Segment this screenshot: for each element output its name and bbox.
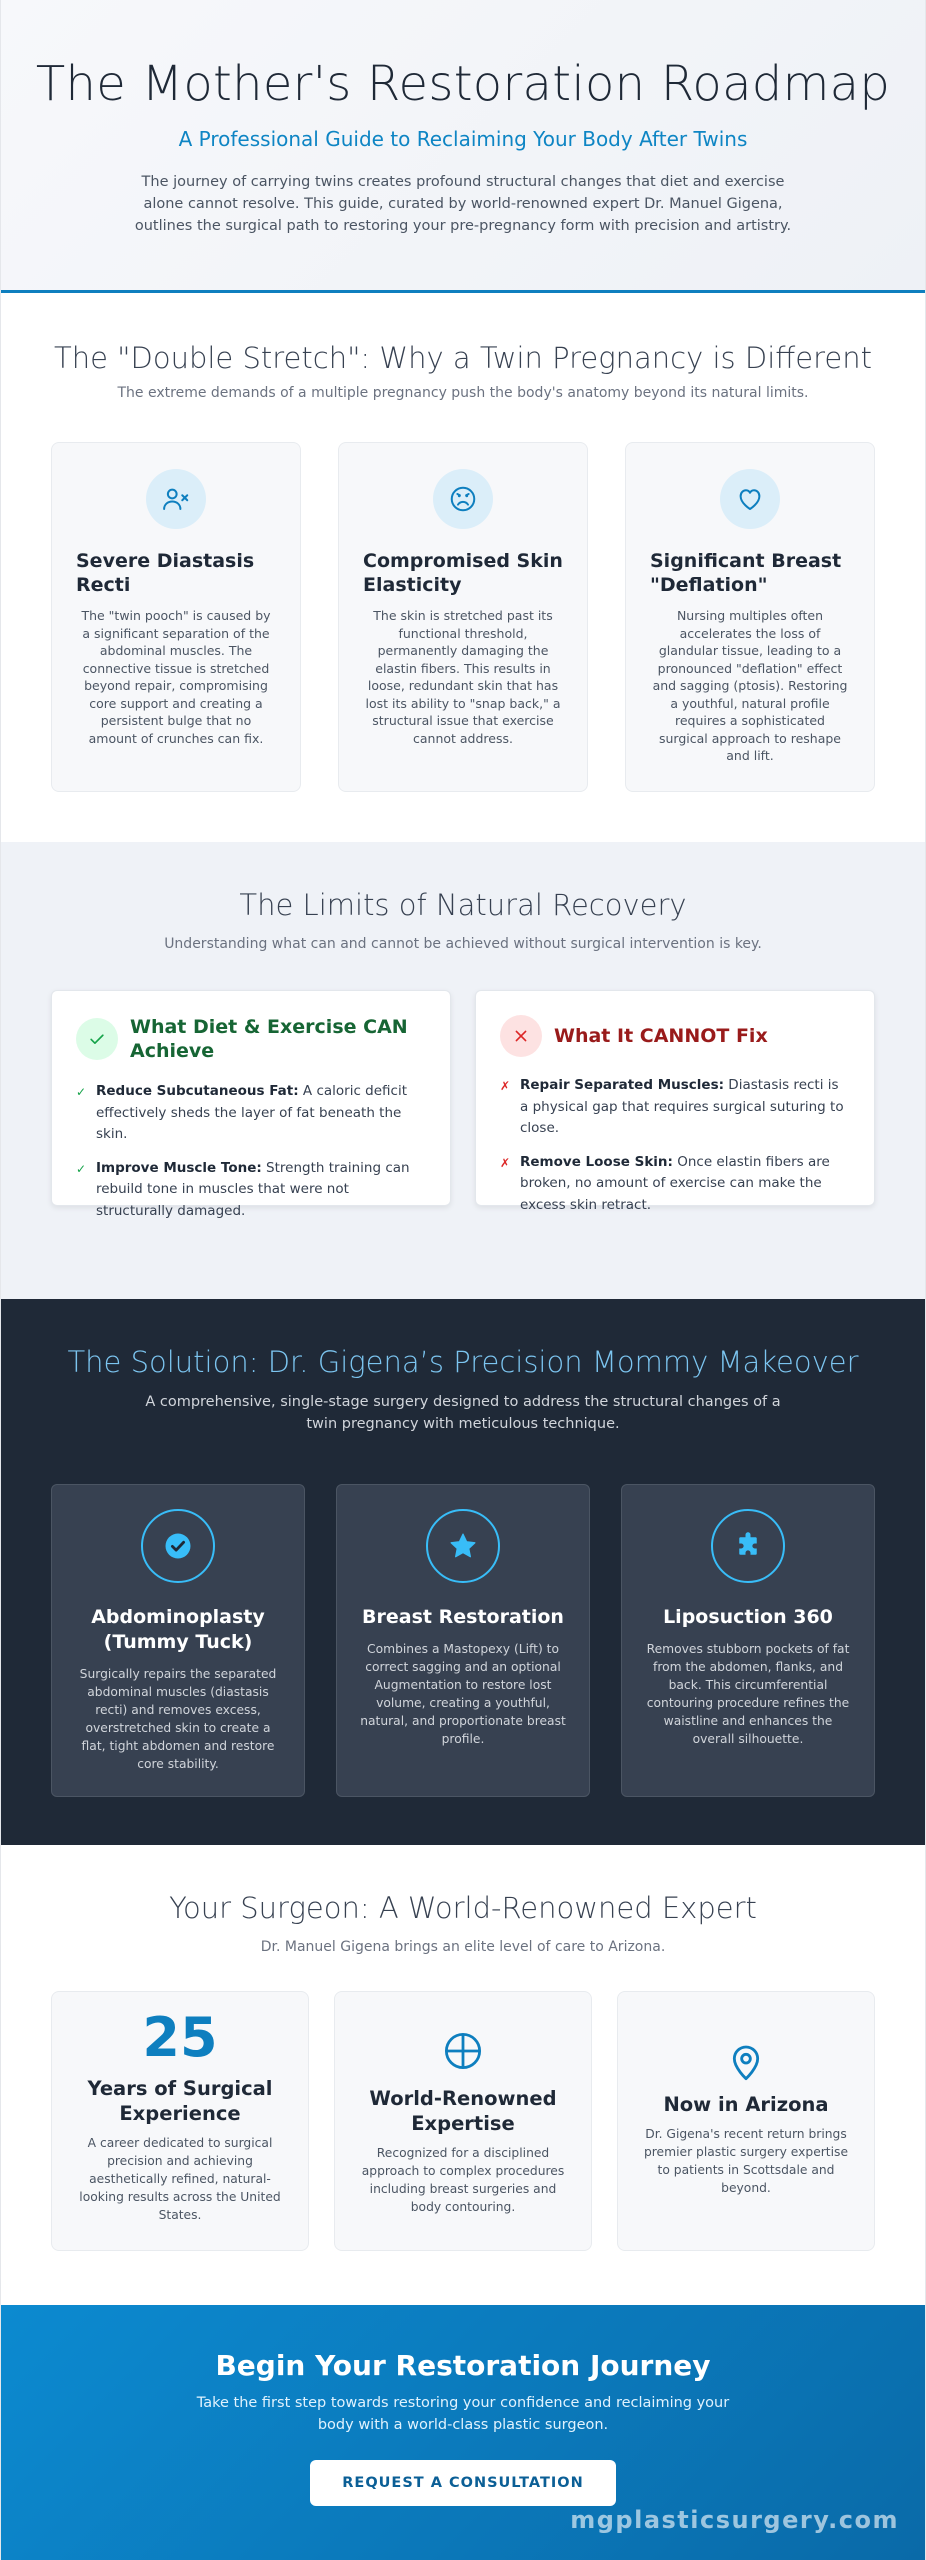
cross-mark-icon: ✗ (500, 1155, 511, 1170)
surgeon-cards: 25 Years of Surgical Experience A career… (1, 1991, 925, 2251)
request-consultation-button[interactable]: REQUEST A CONSULTATION (310, 2460, 616, 2506)
list-item: ✓ Reduce Subcutaneous Fat: A caloric def… (76, 1081, 426, 1146)
item-text: Strength training can rebuild tone in mu… (96, 1159, 410, 1219)
card-arizona: Now in Arizona Dr. Gigena's recent retur… (617, 1991, 875, 2251)
item-text: Diastasis recti is a physical gap that r… (520, 1077, 844, 1136)
check-mark-icon: ✓ (76, 1161, 87, 1176)
cta-text: Take the first step towards restoring yo… (196, 2395, 730, 2433)
can-header: What Diet & Exercise CAN Achieve (76, 1015, 426, 1063)
item-label: Reduce Subcutaneous Fat: (96, 1083, 299, 1099)
card-abdominoplasty: Abdominoplasty (Tummy Tuck) Surgically r… (51, 1484, 305, 1797)
list-item: ✗ Remove Loose Skin: Once elastin fibers… (500, 1152, 850, 1217)
x-icon (500, 1015, 542, 1057)
item-label: Remove Loose Skin: (520, 1153, 673, 1170)
card-diastasis: Severe Diastasis Recti The "twin pooch" … (51, 442, 301, 792)
card-text: Recognized for a disciplined approach to… (361, 2146, 565, 2214)
heart-icon (720, 469, 780, 529)
card-breast-restoration: Breast Restoration Combines a Mastopexy … (336, 1484, 590, 1797)
can-title: What Diet & Exercise CAN Achieve (130, 1016, 408, 1062)
cross-mark-icon: ✗ (500, 1079, 511, 1093)
section-title: The Solution: Dr. Gigena’s Precision Mom… (67, 1345, 859, 1379)
list-item: ✗ Repair Separated Muscles: Diastasis re… (500, 1075, 850, 1140)
section-title: The Limits of Natural Recovery (239, 888, 687, 922)
user-x-icon (146, 469, 206, 529)
card-expertise: World-Renowned Expertise Recognized for … (334, 1991, 592, 2251)
card-title: World-Renowned Expertise (369, 2087, 557, 2135)
list-item: ✓ Improve Muscle Tone: Strength training… (76, 1158, 426, 1223)
card-title: Abdominoplasty (Tummy Tuck) (91, 1606, 265, 1653)
crosshair-icon (359, 2030, 567, 2072)
card-text: The "twin pooch" is caused by a signific… (81, 608, 271, 746)
item-label: Repair Separated Muscles: (520, 1077, 725, 1093)
card-text: Removes stubborn pockets of fat from the… (646, 1642, 850, 1746)
cannot-list: ✗ Repair Separated Muscles: Diastasis re… (500, 1075, 850, 1216)
card-title: Compromised Skin Elasticity (363, 550, 563, 596)
years-stat: 25 (142, 2006, 218, 2069)
section-subtitle: Dr. Manuel Gigena brings an elite level … (260, 1939, 666, 1955)
check-icon (76, 1018, 118, 1060)
double-stretch-section: The "Double Stretch": Why a Twin Pregnan… (1, 293, 925, 842)
limits-section: The Limits of Natural Recovery Understan… (1, 842, 925, 1299)
card-title: Years of Surgical Experience (87, 2077, 273, 2125)
card-title: Significant Breast "Deflation" (650, 550, 842, 596)
procedure-cards: Abdominoplasty (Tummy Tuck) Surgically r… (1, 1484, 925, 1797)
check-mark-icon: ✓ (76, 1085, 87, 1099)
card-title: Liposuction 360 (663, 1606, 833, 1628)
item-text: Once elastin fibers are broken, no amoun… (520, 1153, 830, 1213)
card-text: Combines a Mastopexy (Lift) to correct s… (360, 1642, 566, 1746)
cta-title: Begin Your Restoration Journey (215, 2349, 711, 2382)
section-title: Your Surgeon: A World-Renowned Expert (169, 1891, 757, 1925)
item-text: A caloric deficit effectively sheds the … (96, 1083, 408, 1142)
puzzle-icon (711, 1509, 785, 1583)
can-list: ✓ Reduce Subcutaneous Fat: A caloric def… (76, 1081, 426, 1222)
frown-icon (433, 469, 493, 529)
check-circle-icon (141, 1509, 215, 1583)
card-text: The skin is stretched past its functiona… (365, 608, 561, 746)
card-title: Breast Restoration (362, 1606, 564, 1628)
cannot-fix-card: What It CANNOT Fix ✗ Repair Separated Mu… (475, 990, 875, 1213)
hero-section: The Mother's Restoration Roadmap A Profe… (1, 0, 925, 293)
site-watermark: mgplasticsurgery.com (570, 2506, 899, 2534)
card-liposuction: Liposuction 360 Removes stubborn pockets… (621, 1484, 875, 1797)
cta-section: Begin Your Restoration Journey Take the … (1, 2305, 925, 2560)
card-skin: Compromised Skin Elasticity The skin is … (338, 442, 588, 792)
card-text: A career dedicated to surgical precision… (79, 2136, 281, 2222)
surgeon-section: Your Surgeon: A World-Renowned Expert Dr… (1, 1845, 925, 2305)
star-icon (426, 1509, 500, 1583)
map-pin-icon (642, 2042, 850, 2082)
card-experience: 25 Years of Surgical Experience A career… (51, 1991, 309, 2251)
card-breast: Significant Breast "Deflation" Nursing m… (625, 442, 875, 792)
solution-section: The Solution: Dr. Gigena’s Precision Mom… (1, 1299, 925, 1845)
can-achieve-card: What Diet & Exercise CAN Achieve ✓ Reduc… (51, 990, 451, 1219)
cannot-header: What It CANNOT Fix (500, 1015, 850, 1057)
page-subtitle: A Professional Guide to Reclaiming Your … (178, 126, 748, 151)
section-subtitle: Understanding what can and cannot be ach… (164, 936, 762, 952)
card-text: Surgically repairs the separated abdomin… (79, 1667, 277, 1771)
card-title: Severe Diastasis Recti (76, 550, 255, 596)
section-subtitle: A comprehensive, single-stage surgery de… (145, 1394, 781, 1432)
hero-intro: The journey of carrying twins creates pr… (134, 173, 792, 234)
cannot-title: What It CANNOT Fix (554, 1025, 768, 1047)
card-text: Dr. Gigena's recent return brings premie… (643, 2127, 849, 2195)
page-title: The Mother's Restoration Roadmap (35, 56, 891, 112)
section-title: The "Double Stretch": Why a Twin Pregnan… (54, 341, 872, 375)
card-title: Now in Arizona (663, 2093, 829, 2116)
stretch-cards: Severe Diastasis Recti The "twin pooch" … (1, 442, 925, 792)
item-label: Improve Muscle Tone: (96, 1159, 262, 1176)
limits-columns: What Diet & Exercise CAN Achieve ✓ Reduc… (1, 990, 925, 1219)
section-subtitle: The extreme demands of a multiple pregna… (117, 385, 809, 401)
card-text: Nursing multiples often accelerates the … (652, 608, 848, 763)
